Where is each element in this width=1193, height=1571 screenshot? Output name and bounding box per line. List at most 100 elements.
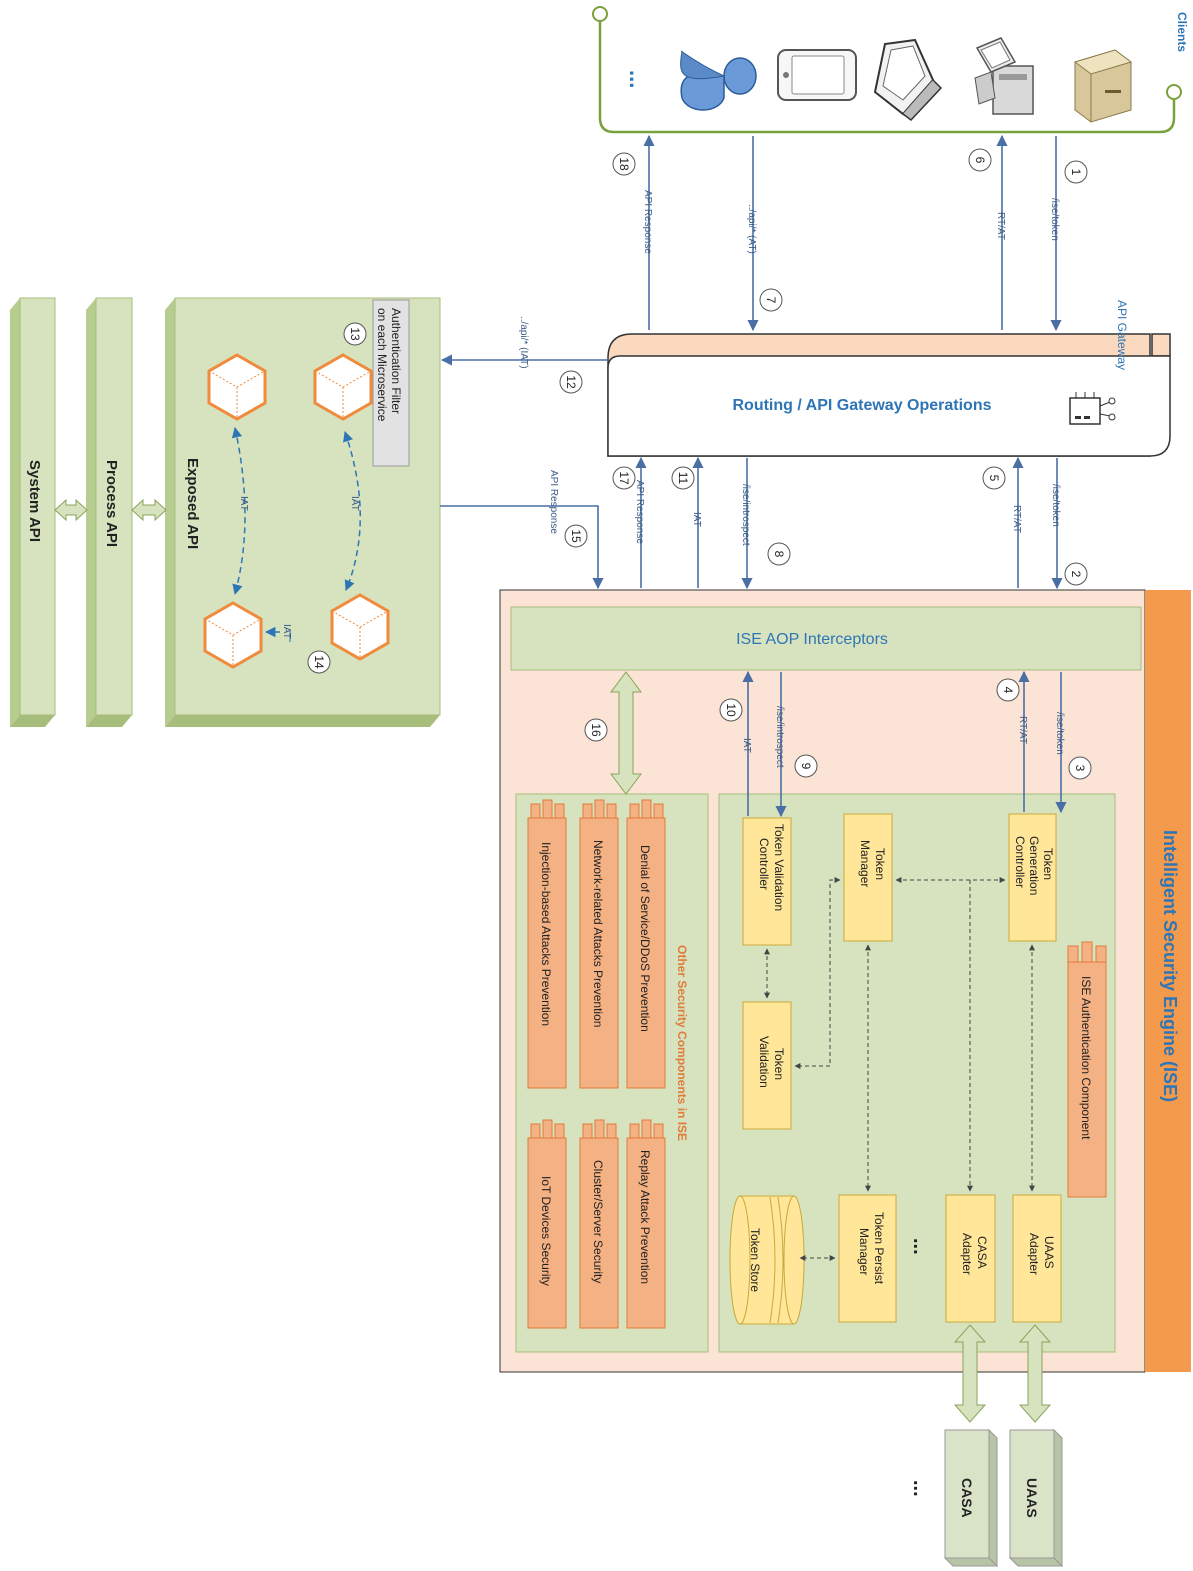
system-api-label: System API xyxy=(26,460,43,542)
step-11: 11 xyxy=(672,467,694,489)
aop-interceptors: ISE AOP Interceptors xyxy=(736,631,888,648)
ise-auth-component: ISE Authentication Component xyxy=(1068,942,1106,1197)
svg-text:Replay Attack Prevention: Replay Attack Prevention xyxy=(638,1150,652,1284)
svg-text:CASA: CASA xyxy=(959,1478,975,1518)
svg-text:Token Persist: Token Persist xyxy=(872,1212,886,1285)
microservice-cube-4 xyxy=(205,603,261,667)
svg-text:16: 16 xyxy=(589,723,603,737)
svg-text:Token: Token xyxy=(873,848,887,880)
svg-text:Network-related Attacks Preven: Network-related Attacks Prevention xyxy=(591,840,605,1027)
edge-label-9: /ise/introspect xyxy=(774,706,785,768)
svg-text:14: 14 xyxy=(312,655,326,669)
step-17: 17 xyxy=(613,467,635,489)
step-1: 1 xyxy=(1065,161,1087,183)
svg-text:10: 10 xyxy=(724,703,738,717)
laptop-icon xyxy=(875,40,941,120)
security-item-injection: Injection-based Attacks Prevention xyxy=(528,800,566,1088)
svg-text:Adapter: Adapter xyxy=(960,1233,974,1275)
edge-label-1: /ise/token xyxy=(1049,198,1060,241)
edge-label-2: /ise/token xyxy=(1050,484,1061,527)
step-7: 7 xyxy=(760,289,782,311)
microservice-cube-2 xyxy=(209,355,265,419)
edge-label-17: API Response xyxy=(634,480,645,544)
step-5: 5 xyxy=(983,467,1005,489)
edge-label-4: RT/AT xyxy=(1017,716,1028,744)
other-security-title: Other Security Components in ISE xyxy=(675,945,689,1141)
svg-text:Token Validation: Token Validation xyxy=(772,824,786,911)
server-icon xyxy=(1075,50,1131,122)
svg-text:UAAS: UAAS xyxy=(1024,1478,1040,1518)
svg-text:Denial of Service/DDoS Prevent: Denial of Service/DDoS Prevention xyxy=(638,845,652,1032)
microservice-cube-1 xyxy=(315,355,371,419)
svg-text:Validation: Validation xyxy=(757,1036,771,1088)
svg-text:IoT Devices Security: IoT Devices Security xyxy=(539,1176,553,1286)
edge-label-12: ../api/* (IAT) xyxy=(518,316,529,369)
external-connector-casa xyxy=(955,1325,985,1422)
edge-label-11: IAT xyxy=(691,512,702,527)
step-4: 4 xyxy=(997,679,1019,701)
svg-text:Controller: Controller xyxy=(1013,836,1027,888)
svg-text:Adapter: Adapter xyxy=(1027,1233,1041,1275)
svg-text:11: 11 xyxy=(676,472,690,485)
security-item-network: Network-related Attacks Prevention xyxy=(580,800,618,1088)
edge-label-5: RT/AT xyxy=(1011,505,1022,533)
svg-text:15: 15 xyxy=(569,529,583,543)
svg-text:6: 6 xyxy=(973,157,987,164)
clients-ellipsis: ... xyxy=(625,70,650,88)
casa-adapter: CASA Adapter xyxy=(946,1195,995,1322)
iat-upper-label: IAT xyxy=(349,496,360,511)
svg-text:Cluster/Server Security: Cluster/Server Security xyxy=(591,1160,605,1283)
process-api-label: Process API xyxy=(103,460,120,547)
svg-text:4: 4 xyxy=(1001,687,1015,694)
adapters-ellipsis: ... xyxy=(909,1238,931,1255)
svg-text:3: 3 xyxy=(1073,765,1087,772)
stack-connector-2 xyxy=(132,500,166,520)
svg-text:2: 2 xyxy=(1069,571,1083,578)
svg-text:5: 5 xyxy=(987,475,1001,482)
token-persist-manager: Token Persist Manager xyxy=(839,1195,896,1322)
token-manager: Token Manager xyxy=(844,814,892,941)
step-15: 15 xyxy=(565,525,587,547)
ise-title: Intelligent Security Engine (ISE) xyxy=(1160,830,1180,1102)
svg-text:Injection-based Attacks Preven: Injection-based Attacks Prevention xyxy=(539,842,553,1026)
step-6: 6 xyxy=(969,149,991,171)
edge-label-18: API Response xyxy=(642,190,653,254)
svg-text:9: 9 xyxy=(799,763,813,770)
svg-text:ISE Authentication Component: ISE Authentication Component xyxy=(1079,976,1093,1140)
svg-text:7: 7 xyxy=(764,297,778,304)
clients-title: Clients xyxy=(1175,12,1189,52)
edge-label-7: ../api/* (AT) xyxy=(746,204,757,254)
auth-filter-line1: Authentication Filter xyxy=(389,308,403,414)
svg-text:18: 18 xyxy=(617,157,631,171)
edge-label-15: API Response xyxy=(548,470,559,534)
external-ellipsis: ... xyxy=(909,1480,931,1497)
svg-text:Manager: Manager xyxy=(857,1228,871,1275)
auth-filter-line2: on each Microservice xyxy=(375,308,389,422)
step-16: 16 xyxy=(585,719,607,741)
iat-lower-label: IAT xyxy=(238,496,249,511)
step-18: 18 xyxy=(613,153,635,175)
step-10: 10 xyxy=(720,699,742,721)
desktop-icon xyxy=(975,38,1033,114)
ise-container: Intelligent Security Engine (ISE) ISE AO… xyxy=(500,590,1191,1372)
svg-text:Token Store: Token Store xyxy=(748,1228,762,1292)
svg-text:1: 1 xyxy=(1069,169,1083,176)
security-item-dos: Denial of Service/DDoS Prevention xyxy=(627,800,665,1088)
svg-text:Token: Token xyxy=(1041,848,1055,880)
step-8: 8 xyxy=(768,543,790,565)
step-14: 14 xyxy=(308,651,330,673)
uaas-adapter: UAAS Adapter xyxy=(1013,1195,1061,1322)
step-13: 13 xyxy=(344,323,366,345)
gateway-label: API Gateway xyxy=(1115,300,1129,370)
edge-label-6: RT/AT xyxy=(995,212,1006,240)
gateway-title: Routing / API Gateway Operations xyxy=(733,397,992,414)
svg-text:17: 17 xyxy=(617,471,631,485)
external-connector-uaas xyxy=(1020,1325,1050,1422)
token-store: Token Store xyxy=(730,1196,804,1324)
svg-text:Generation: Generation xyxy=(1027,836,1041,895)
step-2: 2 xyxy=(1065,563,1087,585)
security-item-cluster: Cluster/Server Security xyxy=(580,1120,618,1328)
process-api: Process API xyxy=(86,298,132,727)
system-api: System API xyxy=(10,298,55,727)
